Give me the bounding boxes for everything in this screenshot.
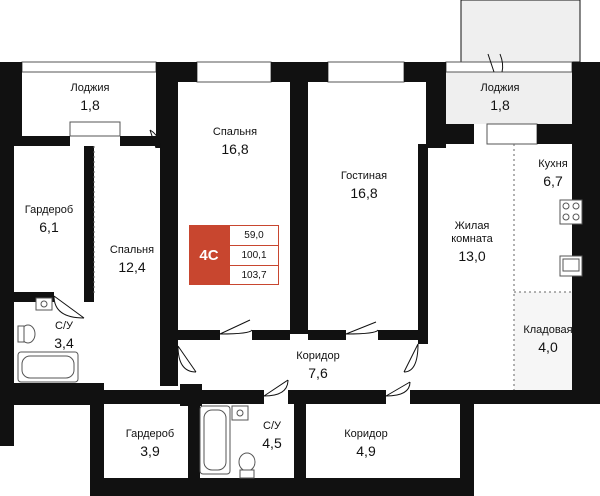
room-name: Коридор <box>344 428 388 440</box>
storage-shade <box>514 292 574 390</box>
area-total: 100,1 <box>230 246 278 266</box>
room-name: Спальня <box>212 126 258 138</box>
room-bedroom-2: Спальня 12,4 <box>92 244 172 276</box>
fixtures <box>17 199 583 479</box>
room-loggia-right: Лоджия 1,8 <box>450 82 550 114</box>
room-name: Гардероб <box>24 204 74 216</box>
room-wardrobe-2: Гардероб 3,9 <box>112 428 188 460</box>
room-area: 3,4 <box>54 335 74 352</box>
room-area: 4,5 <box>262 435 282 452</box>
area-with-loggia: 103,7 <box>241 270 267 281</box>
room-area: 16,8 <box>221 141 249 158</box>
apartment-badge: 4С 59,0 100,1 103,7 <box>189 225 279 285</box>
apartment-type: 4С <box>189 225 229 285</box>
room-area: 16,8 <box>350 185 378 202</box>
room-corridor-2: Коридор 4,9 <box>328 428 404 460</box>
room-name: Кладовая <box>523 324 573 336</box>
room-name: Лоджия <box>480 82 520 94</box>
stove <box>559 199 583 225</box>
room-name: Коридор <box>296 350 340 362</box>
doors <box>53 53 504 397</box>
room-corridor-1: Коридор 7,6 <box>278 350 358 382</box>
room-area: 12,4 <box>118 259 146 276</box>
room-name: Спальня <box>109 244 155 256</box>
room-area: 4,0 <box>538 339 558 356</box>
room-area: 4,9 <box>356 443 376 460</box>
room-name: Гостиная <box>340 170 388 182</box>
room-kitchen: Кухня 6,7 <box>513 158 593 190</box>
room-name: Лоджия <box>70 82 110 94</box>
balcony-top-right <box>460 0 581 63</box>
room-living: Гостиная 16,8 <box>314 170 414 202</box>
toilet-2 <box>238 452 256 472</box>
room-area: 3,9 <box>140 443 160 460</box>
room-area: 6,1 <box>39 219 59 236</box>
room-wardrobe-1: Гардероб 6,1 <box>14 204 84 236</box>
room-name: Кухня <box>538 158 568 170</box>
apartment-areas: 59,0 100,1 103,7 <box>229 225 279 285</box>
room-area: 6,7 <box>543 173 563 190</box>
room-bath-2: С/У 4,5 <box>252 420 292 452</box>
loggia-left-area <box>22 72 156 122</box>
room-area: 13,0 <box>458 248 486 265</box>
walls <box>0 62 600 496</box>
room-name: Гардероб <box>125 428 175 440</box>
room-area: 1,8 <box>490 97 510 114</box>
partitions <box>93 144 572 390</box>
room-bedroom-1: Спальня 16,8 <box>185 126 285 158</box>
loggia-right-area <box>446 72 572 124</box>
room-name: С/У <box>263 420 281 432</box>
room-name: Жилая комната <box>451 220 493 246</box>
room-storage: Кладовая 4,0 <box>516 324 580 356</box>
room-living-2: Жилая комната 13,0 <box>440 220 504 265</box>
room-name: С/У <box>55 320 73 332</box>
room-bath-1: С/У 3,4 <box>44 320 84 352</box>
room-area: 7,6 <box>308 365 328 382</box>
area-living: 59,0 <box>230 226 278 246</box>
room-loggia-left: Лоджия 1,8 <box>40 82 140 114</box>
room-area: 1,8 <box>80 97 100 114</box>
